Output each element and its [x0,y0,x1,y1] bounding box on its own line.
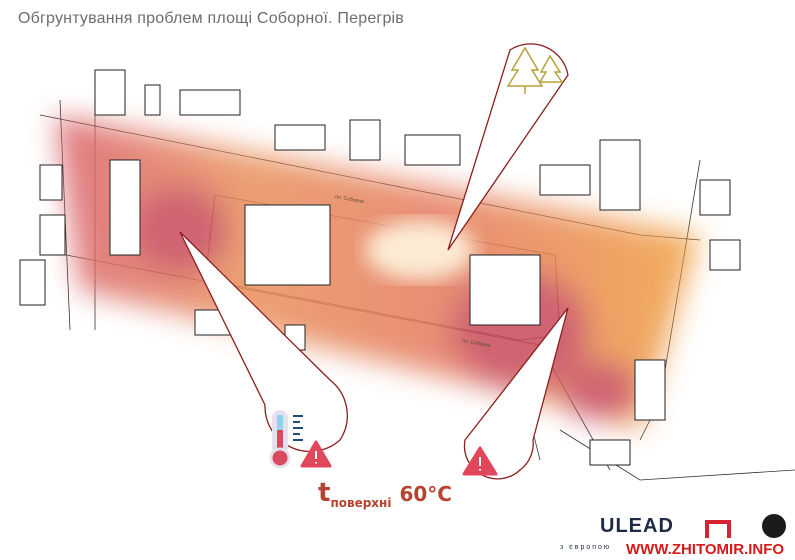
street-label: пл. Соборна [462,338,492,349]
partner-logo-red [705,520,731,538]
warning-icon [462,446,498,476]
callout-heat-left [179,231,348,453]
callouts [179,43,569,480]
callout-trees [447,43,569,251]
watermark: WWW.ZHITOMIR.INFO [626,541,785,558]
surface-temperature-label: tповерхні 60°C [318,478,452,510]
page-title: Обгрунтування проблем площі Соборної. Пе… [18,10,405,27]
buildings [19,69,741,466]
ulead-logo: ULEAD [600,515,674,537]
temp-subscript: поверхні [330,496,392,510]
temp-value: 60°C [399,482,452,506]
thermometer-icon [269,410,303,469]
street-label: пл. Соборна [335,194,365,205]
temp-symbol: t [318,478,331,508]
warning-icon [300,440,332,468]
ulead-subtitle: з європою [560,544,612,551]
cool-spot [365,220,475,280]
trees-icon [506,46,564,94]
partner-logo-round [762,514,786,538]
callout-heat-right [463,307,569,480]
